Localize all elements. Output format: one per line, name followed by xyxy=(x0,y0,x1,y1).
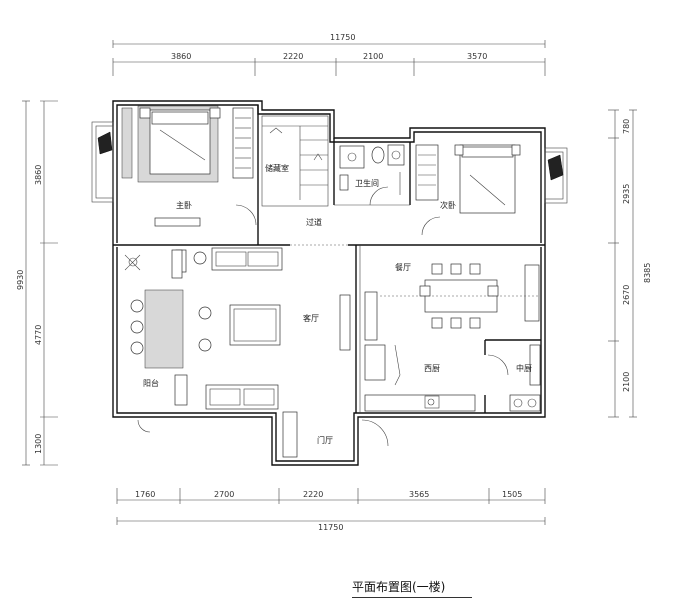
title-underline xyxy=(352,597,472,598)
toilet xyxy=(371,146,385,164)
washbasin xyxy=(387,144,405,166)
dining-room-label: 餐厅 xyxy=(395,263,411,272)
top-dimension-2: 2220 xyxy=(283,52,303,61)
sofa-bottom xyxy=(205,384,279,410)
left-dimension-2: 4770 xyxy=(34,325,43,345)
top-dimension-4: 3570 xyxy=(467,52,487,61)
bottom-total-dimension: 11750 xyxy=(318,523,343,532)
bottom-dimension-5: 1505 xyxy=(502,490,522,499)
top-dimension-lines xyxy=(112,40,546,76)
bottom-dimension-1: 1760 xyxy=(135,490,155,499)
right-dimension-3: 2670 xyxy=(622,285,631,305)
second-bedroom xyxy=(415,144,564,236)
bottom-dimension-3: 2220 xyxy=(303,490,323,499)
right-total-dimension: 8385 xyxy=(643,263,652,283)
corridor-label: 过道 xyxy=(306,217,322,227)
kitchen-counter xyxy=(364,394,476,412)
bathroom-label: 卫生间 xyxy=(355,178,379,188)
top-dimension-3: 2100 xyxy=(363,52,383,61)
living-room-label: 客厅 xyxy=(303,313,319,323)
second-bedroom-label: 次卧 xyxy=(440,200,456,210)
tv-wall xyxy=(339,294,351,351)
right-dimension-lines xyxy=(608,109,637,418)
balcony xyxy=(124,249,188,433)
storage-label: 储藏室 xyxy=(265,163,289,173)
master-bedroom xyxy=(97,105,257,227)
left-dimension-3: 1300 xyxy=(34,434,43,454)
coffee-table xyxy=(229,304,281,346)
foyer-label: 门厅 xyxy=(317,435,333,445)
storage-stairs xyxy=(261,115,329,207)
right-dimension-1: 780 xyxy=(622,119,631,134)
left-total-dimension: 9930 xyxy=(16,270,25,290)
bottom-dimension-2: 2700 xyxy=(214,490,234,499)
exterior-walls xyxy=(91,100,568,466)
bottom-dimension-4: 3565 xyxy=(409,490,429,499)
left-dimension-lines xyxy=(22,100,58,466)
left-dimension-1: 3860 xyxy=(34,165,43,185)
stove xyxy=(509,394,541,412)
shower xyxy=(339,145,365,169)
shoe-cabinet xyxy=(282,411,298,458)
drawing-title: 平面布置图(一楼) xyxy=(352,580,446,594)
chinese-kitchen xyxy=(487,344,541,412)
right-dimension-4: 2100 xyxy=(622,372,631,392)
foyer xyxy=(282,411,389,458)
bathroom xyxy=(339,144,405,206)
balcony-label: 阳台 xyxy=(143,378,159,388)
balcony-rug xyxy=(144,289,184,369)
living-room xyxy=(175,244,351,410)
western-kitchen xyxy=(364,344,476,412)
interior-walls xyxy=(113,105,545,413)
master-bedroom-label: 主卧 xyxy=(176,200,192,210)
sofa-top xyxy=(211,247,283,271)
bottom-dimension-lines xyxy=(116,488,546,525)
tv-cabinet xyxy=(154,217,201,227)
dining-room xyxy=(364,263,540,341)
chinese-kitchen-label: 中厨 xyxy=(516,363,532,373)
kitchen-label: 西厨 xyxy=(424,364,440,373)
top-total-dimension: 11750 xyxy=(330,33,355,42)
top-dimension-1: 3860 xyxy=(171,52,191,61)
right-dimension-2: 2935 xyxy=(622,184,631,204)
